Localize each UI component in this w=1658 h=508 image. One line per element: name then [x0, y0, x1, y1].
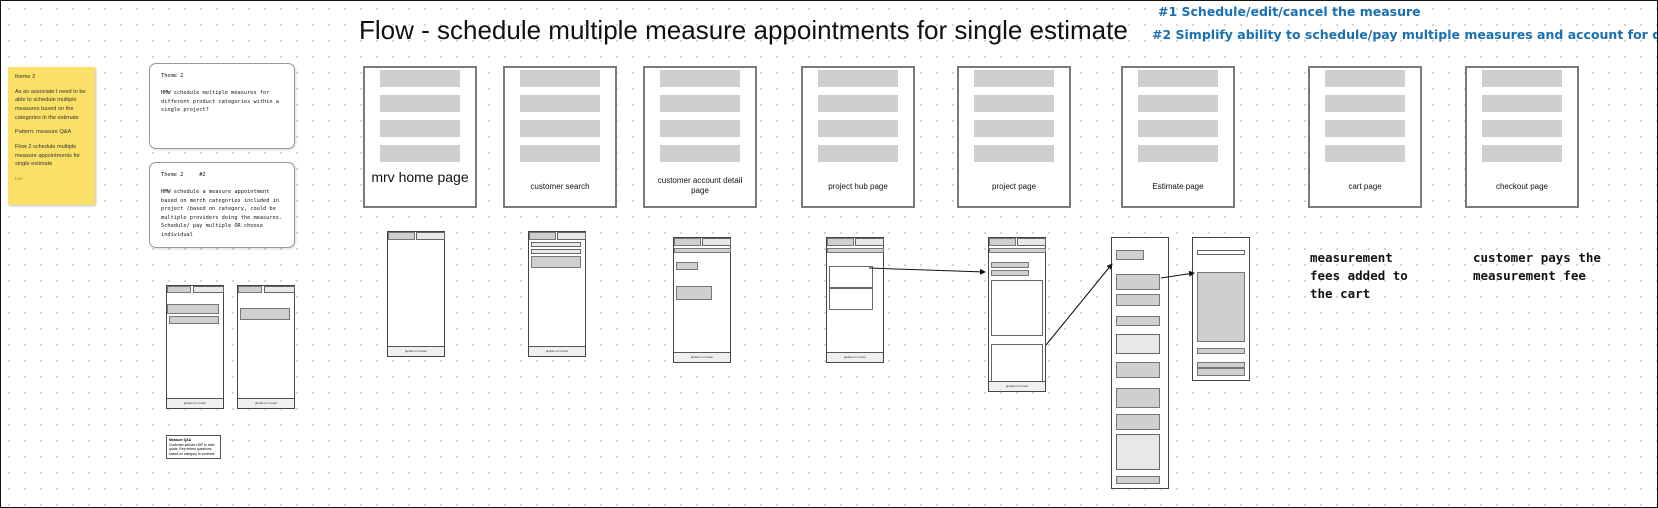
sticky-line: theme 2: [15, 74, 36, 80]
wireframe-footer: global mrv footer: [238, 398, 294, 408]
checkout-annotation: customer pays the measurement fee: [1473, 250, 1601, 284]
measure-title: Measure Q&A: [169, 438, 192, 442]
sticky-line: Pattern: measure Q&A: [15, 129, 72, 136]
wireframe-theme2-b[interactable]: global mrv footer: [237, 285, 295, 409]
wireframe-footer: global mrv footer: [827, 352, 883, 362]
wireframe-footer: global mrv footer: [167, 398, 223, 408]
note-body: HMW schedule a measure appointment based…: [161, 189, 283, 238]
frame-label: checkout page: [1495, 182, 1549, 191]
wireframe-theme2-a[interactable]: global mrv footer: [166, 285, 224, 409]
frame-customer-account-detail[interactable]: customer account detail page: [643, 66, 757, 208]
goal-2: #2 Simplify ability to schedule/pay mult…: [1152, 27, 1657, 42]
arrow-hub-to-project: [868, 267, 986, 275]
measure-qa-note[interactable]: Measure Q&A Customer selects HDP to star…: [166, 435, 221, 459]
frame-project-hub[interactable]: project hub page: [801, 66, 915, 208]
note-heading: Theme 2 #2: [161, 172, 206, 178]
frame-estimate-page[interactable]: Estimate page: [1121, 66, 1235, 208]
sticky-line: As an associate I need to be able to sch…: [15, 88, 86, 121]
hmw-note-2[interactable]: Theme 2 #2 HMW schedule a measure appoin…: [149, 162, 295, 248]
hmw-note-1[interactable]: Theme 2 HMW schedule multiple measures f…: [149, 63, 295, 149]
measure-body: Customer selects HDP to start quote. Rep…: [169, 442, 216, 456]
wireframe-project-hub[interactable]: global mrv footer: [826, 237, 884, 363]
wireframe-mrv-home[interactable]: global mrv footer: [387, 231, 445, 357]
wireframe-schedule[interactable]: [1192, 237, 1250, 381]
frame-label: project page: [991, 182, 1037, 191]
wireframe-footer: global mrv footer: [529, 346, 585, 356]
wireframe-project-page[interactable]: global mrv footer: [988, 237, 1046, 392]
frame-customer-search[interactable]: customer search: [503, 66, 617, 208]
frame-cart-page[interactable]: cart page: [1308, 66, 1422, 208]
wireframe-footer: global mrv footer: [989, 381, 1045, 391]
wireframe-footer: global mrv footer: [674, 352, 730, 362]
sticky-author: Lee: [15, 175, 23, 181]
frame-label: customer account detail page: [657, 176, 743, 195]
note-heading: Theme 2: [161, 73, 184, 79]
frame-checkout-page[interactable]: checkout page: [1465, 66, 1579, 208]
board-title: Flow - schedule multiple measure appoint…: [359, 15, 1128, 45]
wireframe-estimate[interactable]: [1111, 237, 1169, 489]
frame-label: customer search: [530, 182, 590, 191]
frame-mrv-home-page[interactable]: mrv home page: [363, 66, 477, 208]
frame-label: cart page: [1348, 182, 1382, 191]
frame-label: Estimate page: [1152, 182, 1204, 191]
wireframe-footer: global mrv footer: [388, 346, 444, 356]
arrow-project-to-estimate: [1045, 263, 1113, 346]
note-body: HMW schedule multiple measures for diffe…: [161, 90, 279, 114]
wireframe-customer-search[interactable]: global mrv footer: [528, 231, 586, 357]
goal-1: #1 Schedule/edit/cancel the measure: [1158, 4, 1421, 19]
frame-label: mrv home page: [371, 169, 469, 185]
frame-project-page[interactable]: project page: [957, 66, 1071, 208]
wireframe-account-detail[interactable]: global mrv footer: [673, 237, 731, 363]
frame-label: project hub page: [828, 182, 888, 191]
cart-annotation: measurement fees added to the cart: [1310, 250, 1408, 302]
sticky-note[interactable]: theme 2 As an associate I need to be abl…: [8, 67, 95, 205]
sticky-line: Flow 2 schedule multiple measure appoint…: [15, 143, 80, 168]
